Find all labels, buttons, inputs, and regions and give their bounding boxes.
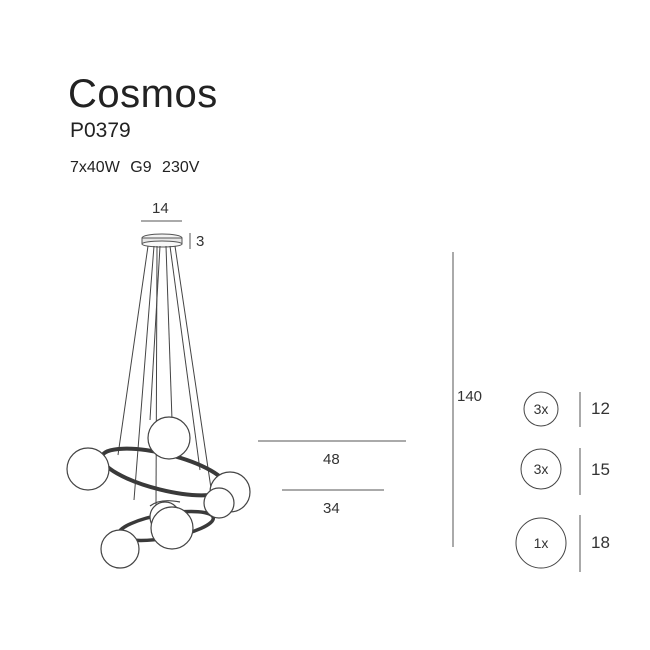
globe: [150, 506, 194, 550]
product-code: P0379: [70, 119, 131, 142]
bulb-15-circle: [520, 448, 562, 490]
bulb-18-circle: [515, 517, 567, 569]
product-name: Cosmos: [68, 72, 218, 116]
ring-small-label: 34: [323, 500, 340, 517]
spec-voltage: 230V: [162, 159, 200, 176]
bulb-15-qty: 3x: [533, 461, 549, 477]
spec-wattage: 7x40W: [70, 159, 120, 176]
bulb-18-qty: 1x: [533, 535, 549, 551]
bulb-12-size: 12: [591, 399, 610, 418]
ring-large-label: 48: [323, 451, 340, 468]
globe: [100, 529, 140, 569]
product-specs: 7x40W G9 230V: [70, 158, 205, 178]
bulb-18-size: 18: [591, 533, 610, 552]
bulb-15-size: 15: [591, 460, 610, 479]
total-height-label: 140: [457, 388, 483, 405]
globe: [147, 416, 191, 460]
suspension-cables: [117, 245, 213, 506]
canopy-diameter-label: 14: [152, 200, 169, 217]
canopy: [141, 233, 183, 248]
glass-globes: [66, 416, 251, 569]
bulb-12-circle: [523, 391, 559, 427]
canopy-height-label: 3: [196, 233, 205, 250]
spec-socket: G9: [130, 159, 152, 176]
bulb-12-qty: 3x: [533, 401, 549, 417]
globe: [203, 487, 235, 519]
globe: [66, 447, 110, 491]
